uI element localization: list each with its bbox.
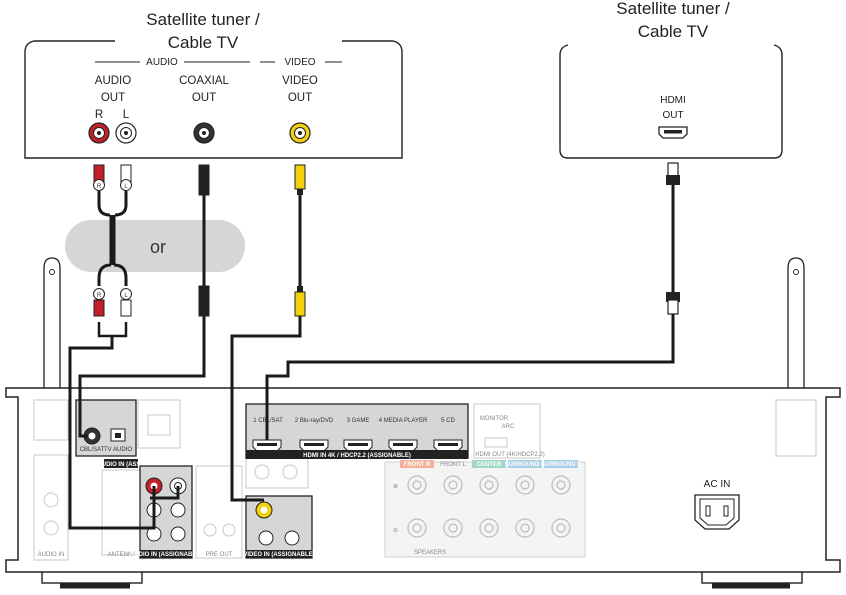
rx-coaxial-jack: [83, 427, 101, 445]
left-antenna: [43, 257, 61, 401]
coaxial-out-jack: [193, 122, 215, 144]
hdmi-in-label-4: 4 MEDIA PLAYER: [379, 418, 428, 424]
hdmi-out-label-2: OUT: [662, 110, 683, 121]
plug-top-r-label: R: [97, 184, 102, 190]
svg-text:⊖: ⊖: [393, 528, 398, 534]
speakers-panel: SPEAKERS FRONT R FRONT L CENTER SURROUND…: [384, 460, 586, 558]
rx-antenna-bottom: ANTENNA: [108, 552, 137, 558]
audio-group-label: AUDIO: [146, 57, 178, 68]
hdmi-in-caption: HDMI IN 4K / HDCP2.2 (ASSIGNABLE): [303, 453, 411, 459]
source-device-right: Satellite tuner / Cable TV HDMI OUT: [559, 0, 783, 159]
ac-inlet: AC IN: [694, 479, 740, 530]
rx-hdmi-out-caption: HDMI OUT (4K/HDCP2.2): [475, 452, 545, 458]
video-group-label: VIDEO: [284, 57, 315, 68]
source-left-title-line2: Cable TV: [168, 33, 239, 52]
svg-text:⊕: ⊕: [393, 484, 398, 490]
plug-bottom-l-label: L: [124, 293, 128, 299]
hdmi-out-port: [658, 126, 688, 139]
channel-l-label: L: [123, 109, 130, 121]
rx-speaker-front-l: FRONT L: [440, 462, 466, 468]
source-right-title-line2: Cable TV: [638, 22, 709, 41]
rx-speaker-surround-r: SURROUND R: [505, 462, 546, 468]
video-out-jack: [289, 122, 311, 144]
or-label: or: [150, 237, 166, 257]
audio-out-l-jack: [115, 122, 137, 144]
rx-speaker-surround-l: SURROUND L: [541, 462, 581, 468]
av-receiver: AUDIO IN ANTENNA CBL/SAT TV AUDIO DIGITA…: [5, 257, 841, 589]
plug-bottom-r-label: R: [97, 293, 102, 299]
rx-monitor-label: MONITOR: [480, 416, 509, 422]
source-device-left: Satellite tuner / Cable TV AUDIO VIDEO A…: [24, 10, 403, 159]
rx-audio-in-bottom: AUDIO IN: [38, 552, 65, 558]
digital-audio-in-panel: CBL/SAT TV AUDIO DIGITAL AUDIO IN (ASSIG…: [73, 399, 170, 468]
hdmi-in-port-3: [343, 439, 373, 452]
cable-hdmi: [265, 162, 680, 440]
rx-pre-out-bottom: PRE OUT: [206, 552, 233, 558]
hdmi-in-label-5: 5 CD: [441, 418, 455, 424]
channel-r-label: R: [95, 109, 103, 121]
hdmi-out-label-1: HDMI: [660, 95, 686, 106]
rx-video-in-caption: VIDEO IN (ASSIGNABLE): [243, 552, 314, 558]
right-antenna: [787, 257, 805, 401]
audio-out-r-jack: [88, 122, 110, 144]
source-right-title-line1: Satellite tuner /: [616, 0, 730, 18]
rx-ac-in-label: AC IN: [704, 479, 731, 490]
rx-digital-audio-caption: DIGITAL AUDIO IN (ASSIGNABLE): [73, 462, 170, 468]
video-in-panel: VIDEO IN (ASSIGNABLE): [243, 495, 315, 559]
rx-audio-in-caption: AUDIO IN (ASSIGNABLE): [130, 552, 202, 558]
rx-optical-label-1: TV AUDIO: [104, 447, 132, 453]
rx-optical-jack: [110, 428, 126, 442]
cable-analog-audio: R L R L: [68, 164, 180, 530]
video-out-label-2: OUT: [288, 92, 312, 104]
rx-speaker-front-r: FRONT R: [404, 462, 431, 468]
hdmi-in-port-5: [433, 439, 463, 452]
hdmi-in-port-4: [388, 439, 418, 452]
hdmi-in-label-2: 2 Blu-ray/DVD: [295, 418, 334, 424]
hdmi-in-port-1: [252, 439, 282, 452]
audio-out-label-1: AUDIO: [95, 75, 131, 87]
source-left-title-line1: Satellite tuner /: [146, 10, 260, 29]
video-out-label-1: VIDEO: [282, 75, 318, 87]
coaxial-out-label-2: OUT: [192, 92, 216, 104]
coaxial-out-label-1: COAXIAL: [179, 75, 229, 87]
rx-video-in-cblsat-jack: [255, 501, 273, 519]
or-band: or: [65, 220, 245, 272]
cable-video: [230, 164, 306, 502]
audio-out-label-2: OUT: [101, 92, 125, 104]
rx-coax-label-1: CBL/SAT: [80, 447, 105, 453]
rx-speakers-caption: SPEAKERS: [414, 550, 446, 556]
hdmi-in-port-2: [299, 439, 329, 452]
hdmi-in-label-3: 3 GAME: [347, 418, 370, 424]
rx-arc-label: ARC: [502, 424, 515, 430]
cable-coaxial: [78, 164, 210, 438]
plug-top-l-label: L: [124, 184, 128, 190]
rx-speaker-center: CENTER: [477, 462, 502, 468]
hdmi-in-panel: 1 CBL/SAT 2 Blu-ray/DVD 3 GAME 4 MEDIA P…: [245, 403, 469, 459]
audio-in-panel: AUDIO IN (ASSIGNABLE): [130, 465, 202, 559]
